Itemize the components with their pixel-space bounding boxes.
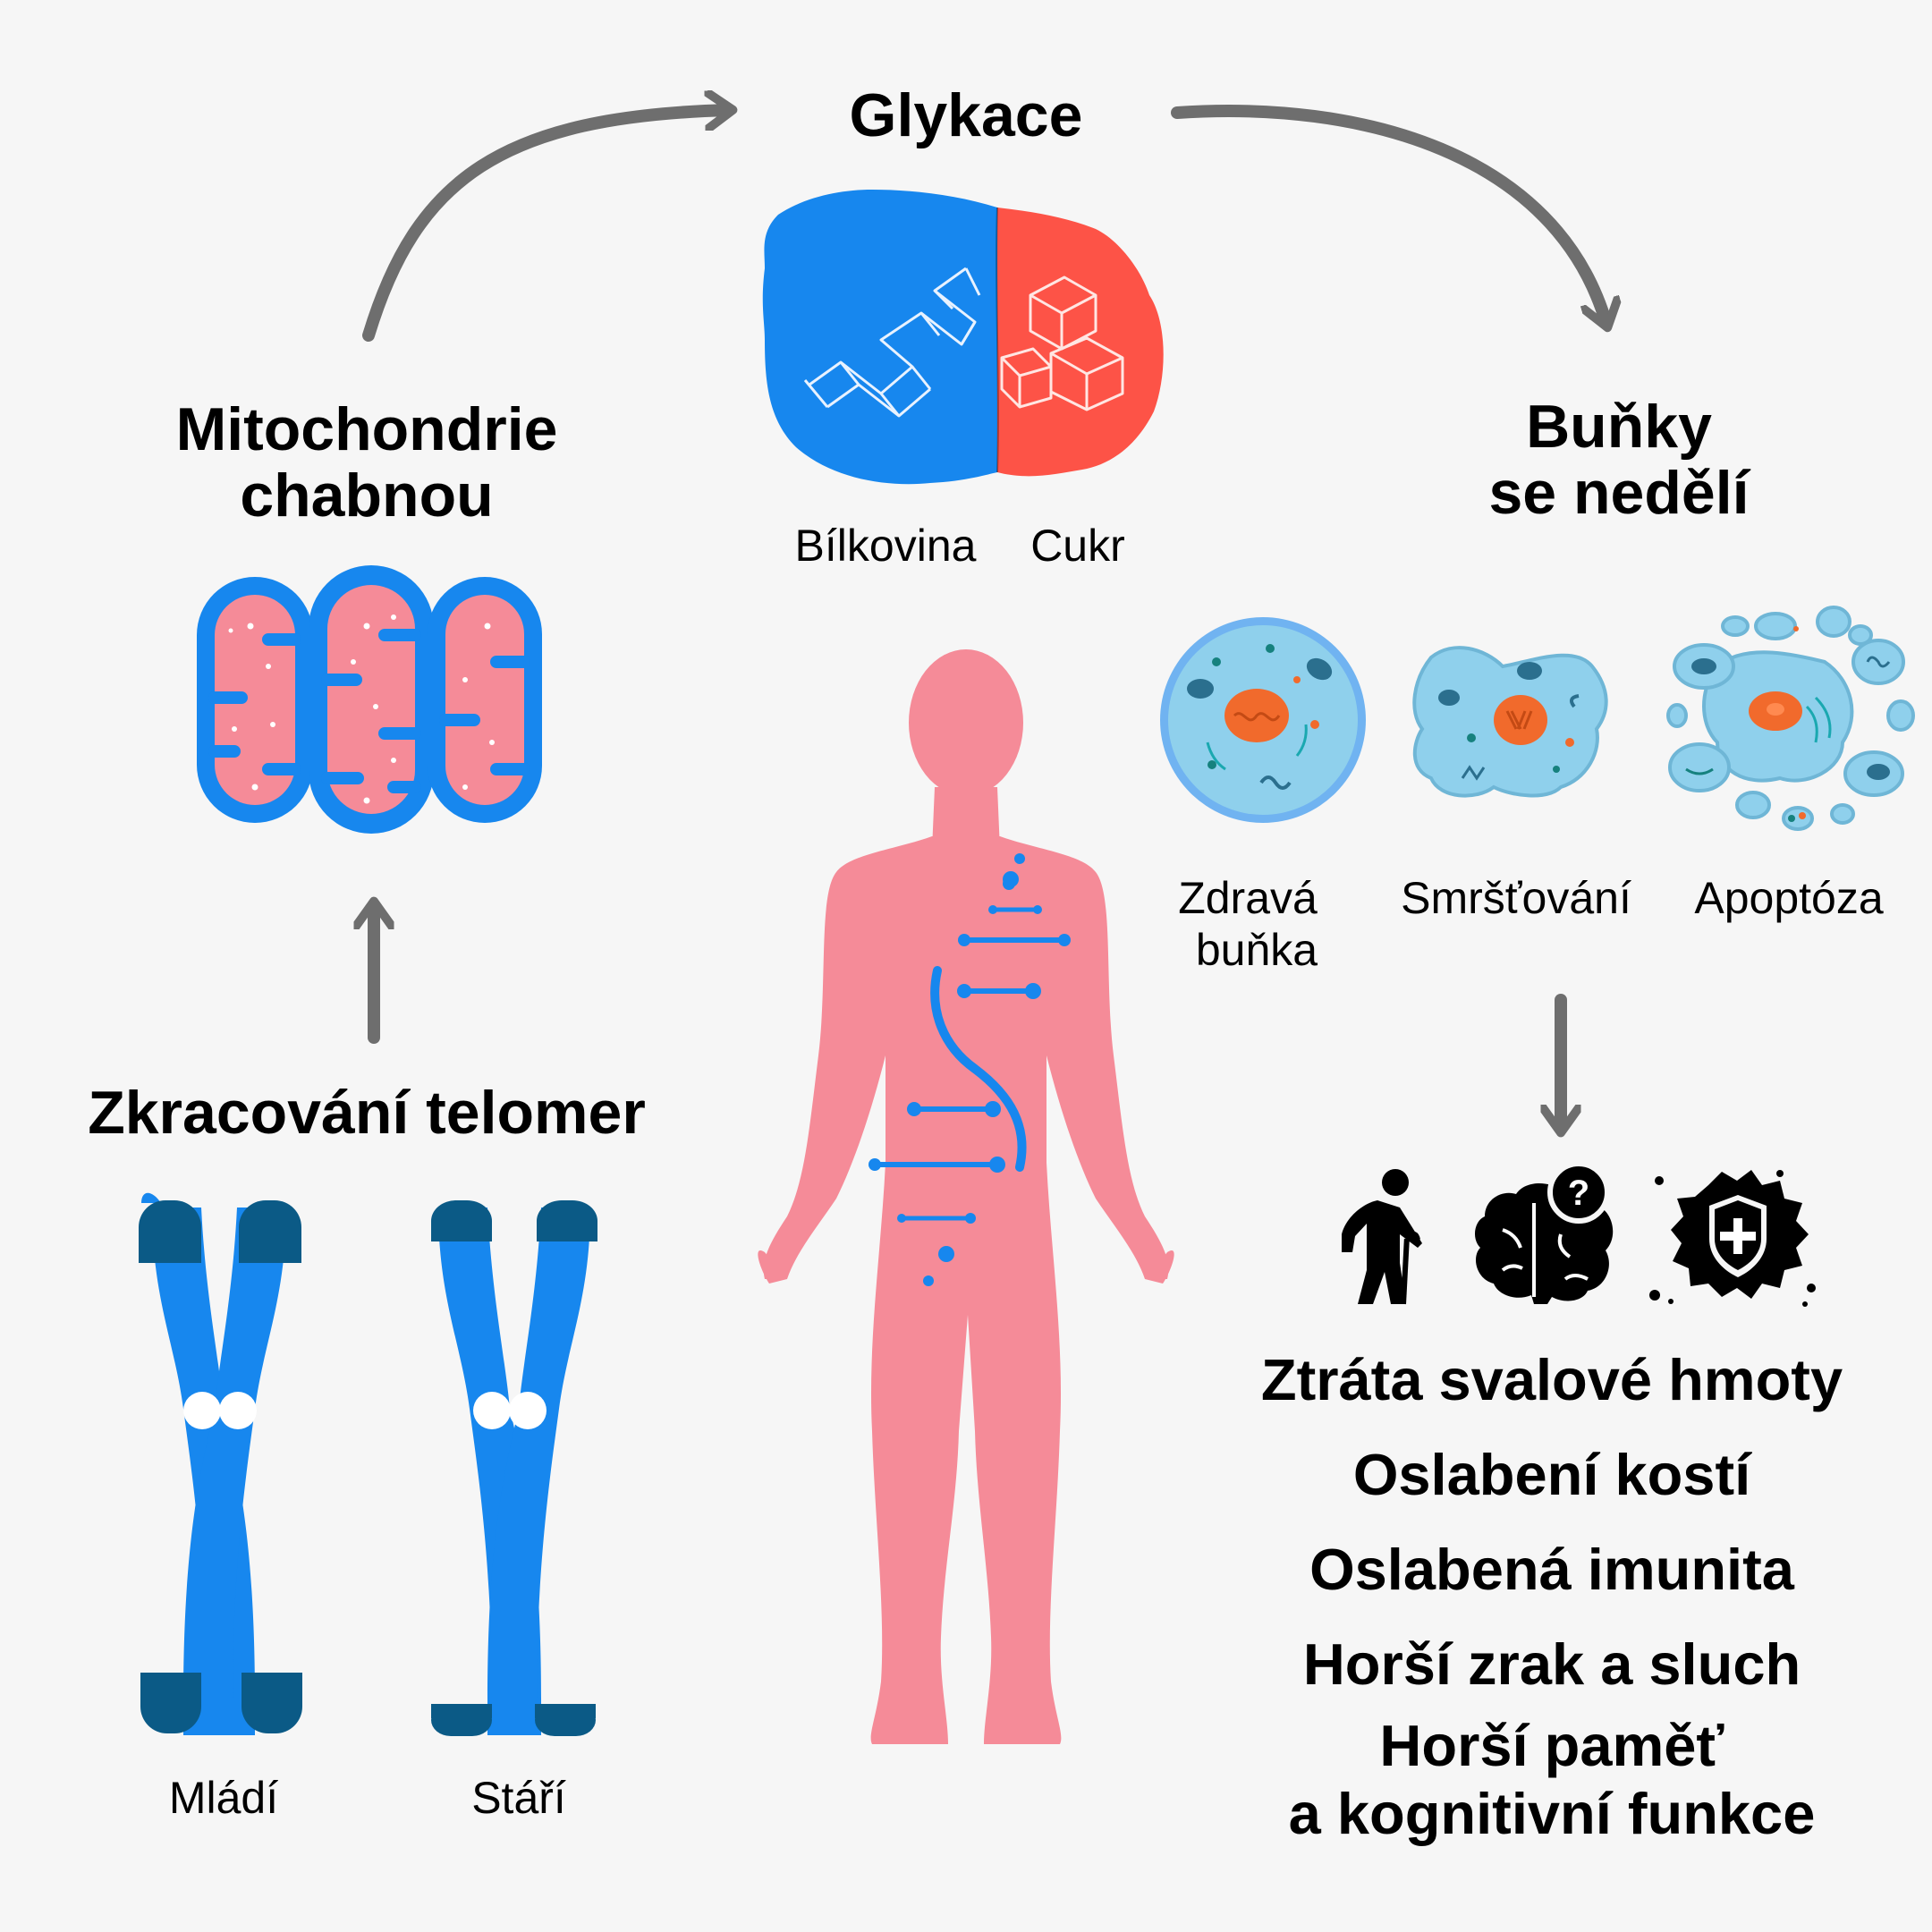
mitochondria-title-line1: Mitochondrie — [175, 395, 558, 463]
mitochondrion-2 — [309, 565, 434, 834]
mitochondrion-1 — [197, 577, 313, 823]
sugar-label: Cukr — [1030, 521, 1125, 571]
protein-helix-icon — [803, 267, 981, 418]
glycation-circle — [762, 190, 1164, 485]
healthy-cell-icon — [1160, 617, 1366, 823]
apoptosis-cell-icon — [1666, 606, 1915, 831]
effect-item: Oslabení kostí — [1352, 1442, 1751, 1507]
young-label: Mládí — [168, 1773, 279, 1823]
mitochondria-icon — [197, 565, 542, 834]
arrow-glycation-to-cells — [1171, 105, 1606, 324]
healthy-cell-label-line1: Zdravá — [1178, 873, 1318, 923]
effects-list: Ztráta svalové hmoty Oslabení kostí Osla… — [1190, 1333, 1914, 1848]
mitochondria-title-line2: chabnou — [240, 462, 494, 530]
effect-item: Horší zrak a sluch — [1302, 1631, 1801, 1697]
effect-item: Horší paměť — [1379, 1713, 1724, 1778]
cells-title-line1: Buňky — [1526, 393, 1712, 461]
elderly-person-icon — [1342, 1169, 1422, 1305]
shrinking-label: Smršťování — [1401, 873, 1631, 923]
dna-icon — [869, 853, 1071, 1286]
human-body-icon — [758, 649, 1174, 1744]
effect-item: a kognitivní funkce — [1288, 1781, 1816, 1846]
arrow-mito-to-glycation — [362, 110, 729, 342]
effect-item: Oslabená imunita — [1309, 1537, 1794, 1602]
brain-question-icon: ? — [1474, 1161, 1614, 1304]
immunity-shield-icon — [1649, 1170, 1816, 1307]
svg-text:?: ? — [1568, 1174, 1589, 1213]
mitochondrion-3 — [428, 577, 542, 823]
healthy-cell-label-line2: buňka — [1195, 925, 1318, 975]
cells-title-line2: se nedělí — [1488, 459, 1750, 527]
effect-item: Ztráta svalové hmoty — [1260, 1347, 1843, 1412]
apoptosis-label: Apoptóza — [1694, 873, 1884, 923]
old-label: Stáří — [471, 1773, 566, 1823]
glycation-title: Glykace — [849, 81, 1083, 149]
protein-half — [762, 190, 997, 485]
chromosome-old-icon — [431, 1200, 597, 1736]
sugar-cubes-icon — [1000, 275, 1124, 411]
protein-label: Bílkovina — [794, 521, 977, 571]
telomeres-title: Zkracování telomer — [88, 1079, 646, 1147]
shrinking-cell-icon — [1412, 646, 1608, 798]
chromosome-young-icon — [139, 1192, 302, 1735]
